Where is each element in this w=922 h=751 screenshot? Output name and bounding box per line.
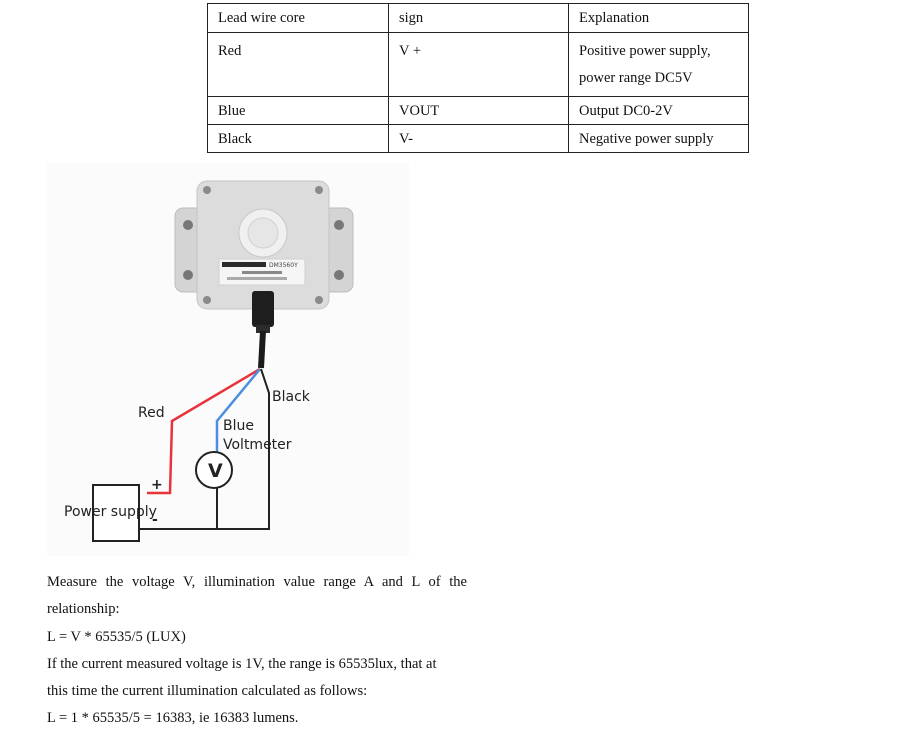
cell-sign: V- [388,124,569,153]
cell-explanation: Output DC0-2V [568,96,749,125]
cell-sign: V + [388,32,569,97]
measurement-explanation: Measure the voltage V, illumination valu… [47,569,467,733]
screw-icon [203,186,211,194]
cell-core: Blue [207,96,389,125]
text-line: If the current measured voltage is 1V, t… [47,655,437,672]
cable-gland-tip [256,325,270,333]
text-line: this time the current illumination calcu… [47,683,368,700]
label-blue: Blue [223,418,254,434]
cell-explanation: Positive power supply, power range DC5V [568,32,749,97]
label-black: Black [272,389,311,405]
screw-hole-icon [183,220,193,230]
black-wire [137,368,270,530]
power-supply-box [92,484,140,542]
cell-explanation: Negative power supply [568,124,749,153]
formula-line: L = V * 65535/5 (LUX) [47,628,186,645]
table-row: Red V + Positive power supply, power ran… [207,32,749,97]
lead-wire-table: Lead wire core sign Explanation Red V + … [207,3,749,153]
voltmeter-symbol: V [208,460,223,482]
label-red: Red [138,405,165,421]
screw-hole-icon [183,270,193,280]
screw-hole-icon [334,270,344,280]
text-line: Measure the voltage V, illumination valu… [47,574,467,590]
wiring-diagram-svg: DM3560Y V Red Blue Voltmeter Black Power… [64,180,354,542]
blue-wire [215,368,261,453]
screw-icon [315,186,323,194]
table-header-row: Lead wire core sign Explanation [207,3,749,33]
cell-core: Red [207,32,389,97]
device-label-line [242,271,282,274]
screw-hole-icon [334,220,344,230]
text-line: relationship: [47,601,120,618]
device-label-line [227,277,287,280]
cell-sign: VOUT [388,96,569,125]
explanation-line: power range DC5V [579,70,693,86]
label-minus: - [152,512,158,528]
screw-icon [203,296,211,304]
device-label-bar [222,262,266,267]
screw-icon [315,296,323,304]
label-plus: + [151,477,163,493]
wiring-diagram-figure: DM3560Y V Red Blue Voltmeter Black Power… [47,163,409,556]
table-row: Blue VOUT Output DC0-2V [207,96,749,125]
table-row: Black V- Negative power supply [207,124,749,153]
header-sign: sign [388,3,569,33]
label-voltmeter: Voltmeter [223,437,292,453]
main-cable [258,330,266,369]
header-explanation: Explanation [568,3,749,33]
device-model-text: DM3560Y [269,262,298,269]
label-power-supply: Power supply [64,504,157,520]
red-wire [147,367,261,495]
cell-core: Black [207,124,389,153]
voltmeter-icon [195,451,233,489]
header-lead-wire-core: Lead wire core [207,3,389,33]
formula-result-line: L = 1 * 65535/5 = 16383, ie 16383 lumens… [47,710,299,727]
light-sensor-lens-icon [247,217,279,249]
cable-gland [252,291,274,327]
explanation-line: Positive power supply, [579,43,711,59]
